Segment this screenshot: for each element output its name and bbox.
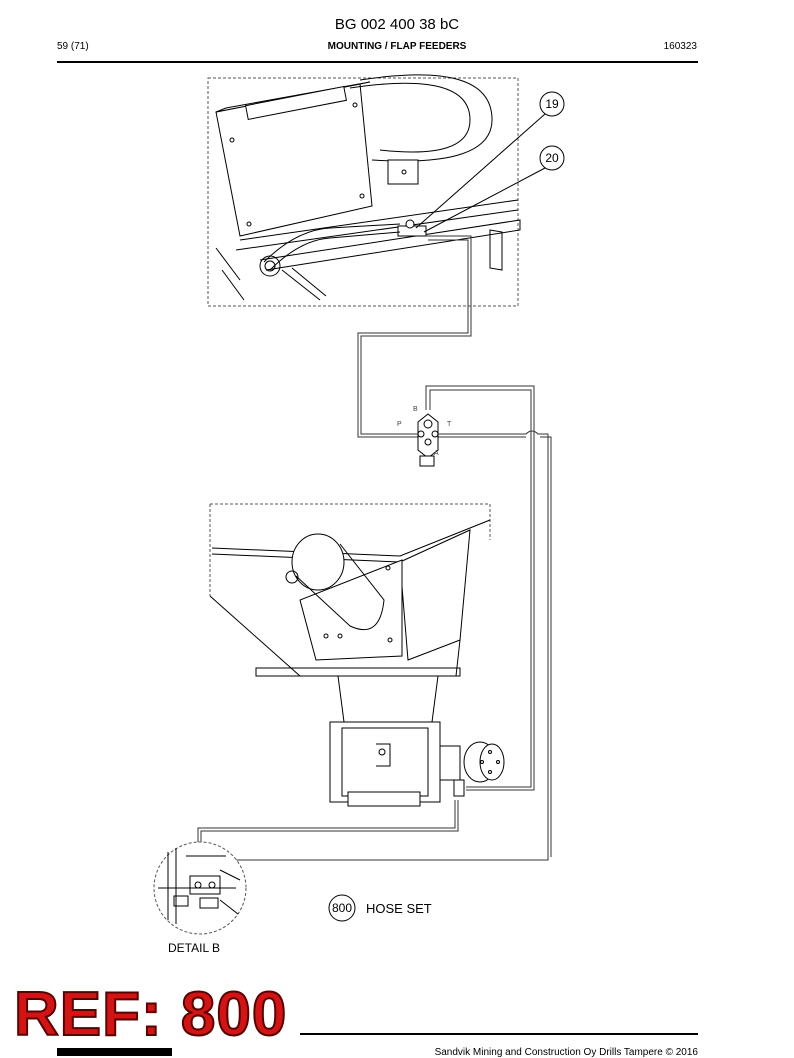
hose-routes [197, 235, 552, 870]
callout-800-text: 800 [332, 901, 352, 915]
document-code: BG 002 400 38 bC [334, 16, 460, 33]
brand-logo [57, 1048, 172, 1056]
callout-800: 800 [328, 894, 356, 922]
hydraulic-valve [417, 413, 439, 467]
document-date: 160323 [663, 41, 697, 52]
flap-feeder-view [209, 503, 505, 807]
section-title: MOUNTING / FLAP FEEDERS [327, 41, 467, 52]
port-t-label: T [447, 421, 452, 428]
callout-20-text: 20 [545, 151, 559, 165]
footer-rule [300, 1033, 698, 1035]
hose-set-label: HOSE SET [366, 901, 432, 916]
detail-b-view [153, 841, 247, 935]
ref-stamp: REF: 800 [13, 980, 288, 1049]
callout-19: 19 [539, 91, 565, 117]
upper-assembly-view [207, 74, 546, 307]
header-rule [57, 61, 698, 63]
port-p-label: P [397, 421, 402, 428]
page-number: 59 (71) [57, 41, 89, 52]
detail-b-label: DETAIL B [168, 941, 221, 955]
port-a-label: A [434, 450, 439, 457]
port-b-label: B [413, 406, 418, 413]
callout-19-text: 19 [545, 97, 559, 111]
callout-20: 20 [539, 145, 565, 171]
